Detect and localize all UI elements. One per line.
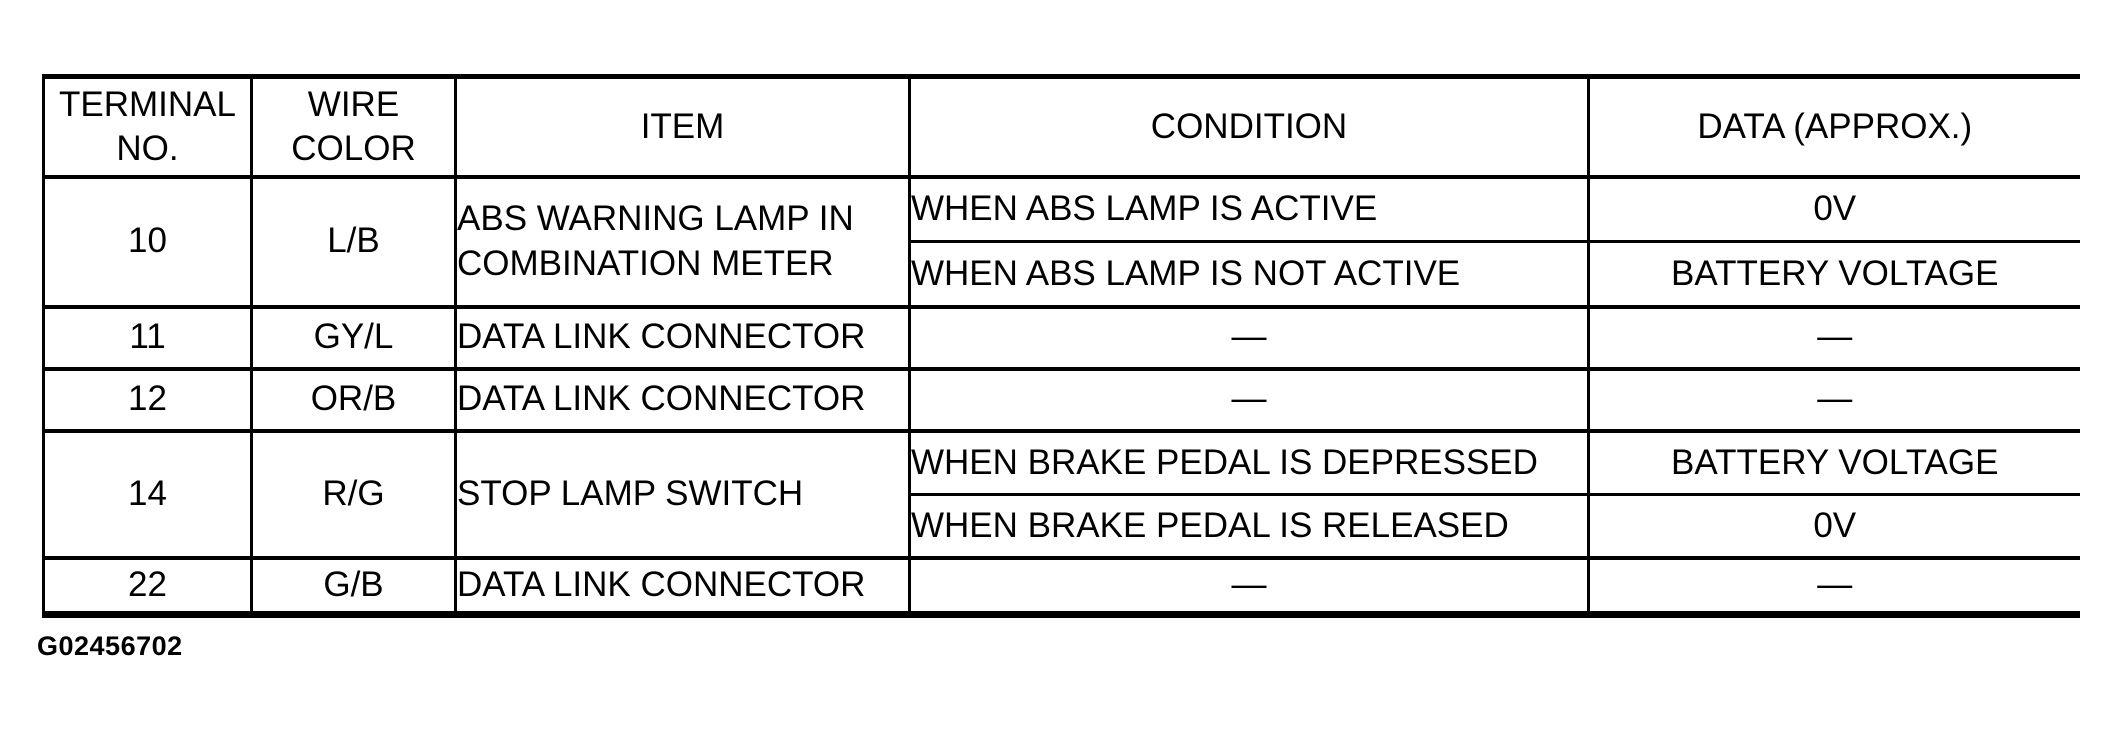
terminal-cell: 10 <box>43 174 253 307</box>
terminal-spec-table: TERMINAL NO. WIRE COLOR ITEM CONDITION D… <box>42 74 2080 618</box>
header-condition: CONDITION <box>909 76 1590 179</box>
data-cell: — <box>1588 304 2080 369</box>
condition-cell: WHEN BRAKE PEDAL IS RELEASED <box>909 493 1590 558</box>
wire-color-cell: OR/B <box>251 366 457 431</box>
wire-color-cell: G/B <box>251 555 457 615</box>
item-cell: ABS WARNING LAMP IN COMBINATION METER <box>455 174 911 307</box>
table-subrow: WHEN ABS LAMP IS NOT ACTIVE BATTERY VOLT… <box>44 240 2080 307</box>
table-row: 10 L/B ABS WARNING LAMP IN COMBINATION M… <box>43 174 2080 307</box>
terminal-cell: 12 <box>43 366 253 431</box>
item-cell: DATA LINK CONNECTOR <box>455 304 911 369</box>
item-cell: DATA LINK CONNECTOR <box>455 366 911 431</box>
condition-cell: WHEN BRAKE PEDAL IS DEPRESSED <box>909 428 1590 495</box>
terminal-cell: 22 <box>43 555 253 615</box>
condition-cell: — <box>909 304 1590 369</box>
header-item: ITEM <box>455 76 911 179</box>
item-cell: DATA LINK CONNECTOR <box>455 555 911 615</box>
condition-cell: — <box>909 366 1590 431</box>
table-subrow: WHEN BRAKE PEDAL IS RELEASED 0V <box>44 493 2080 558</box>
terminal-cell: 14 <box>43 428 253 558</box>
condition-cell: WHEN ABS LAMP IS NOT ACTIVE <box>909 240 1590 307</box>
data-cell: BATTERY VOLTAGE <box>1588 240 2080 307</box>
condition-cell: WHEN ABS LAMP IS ACTIVE <box>909 174 1590 242</box>
data-cell: 0V <box>1588 174 2080 242</box>
data-cell: — <box>1588 366 2080 431</box>
data-cell: — <box>1588 555 2080 615</box>
header-wire-color: WIRE COLOR <box>251 76 457 179</box>
condition-cell: — <box>909 555 1590 615</box>
table-header-row: TERMINAL NO. WIRE COLOR ITEM CONDITION D… <box>43 76 2080 179</box>
table-row: 11 GY/L DATA LINK CONNECTOR — — <box>43 304 2080 369</box>
header-data: DATA (APPROX.) <box>1588 76 2080 179</box>
wire-color-cell: R/G <box>251 428 457 558</box>
wire-color-cell: GY/L <box>251 304 457 369</box>
wire-color-cell: L/B <box>251 174 457 307</box>
data-cell: 0V <box>1588 493 2080 558</box>
header-terminal-no: TERMINAL NO. <box>43 76 253 179</box>
terminal-cell: 11 <box>43 304 253 369</box>
table-row: 12 OR/B DATA LINK CONNECTOR — — <box>43 366 2080 431</box>
table-row: 14 R/G STOP LAMP SWITCH WHEN BRAKE PEDAL… <box>43 428 2080 558</box>
table-row: 22 G/B DATA LINK CONNECTOR — — <box>43 555 2080 615</box>
data-cell: BATTERY VOLTAGE <box>1588 428 2080 495</box>
item-cell: STOP LAMP SWITCH <box>455 428 911 558</box>
figure-id-label: G02456702 <box>37 631 183 661</box>
